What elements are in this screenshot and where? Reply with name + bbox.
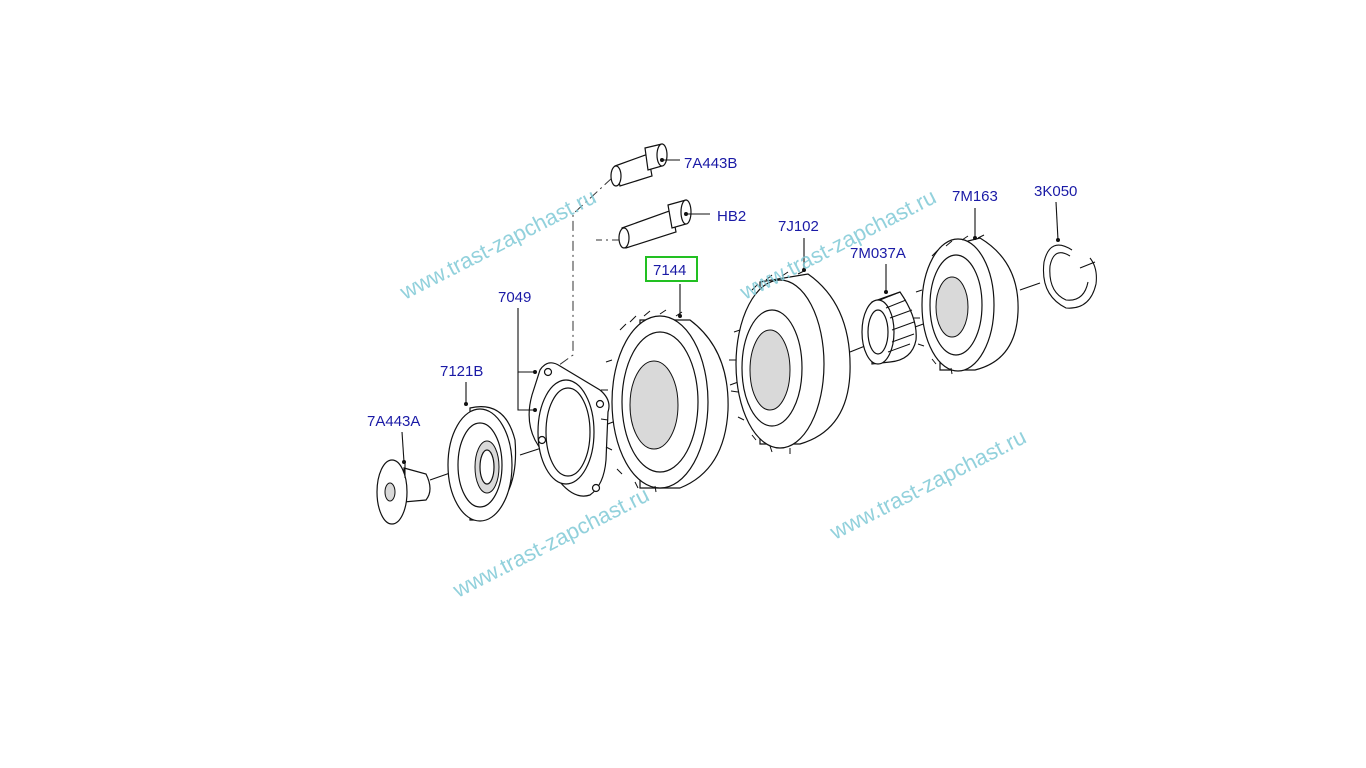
part-7j102-gear[interactable] [729,270,851,454]
label-7m163[interactable]: 7M163 [952,188,998,205]
watermark-3: www.trast-zapchast.ru [825,424,1030,545]
part-7a443a-plug[interactable] [376,459,431,525]
label-hb2[interactable]: HB2 [717,208,746,225]
part-7a443b-bolt[interactable] [610,143,668,187]
part-7m163-gear[interactable] [913,234,1019,375]
part-7049-plate[interactable] [528,362,610,497]
label-7144[interactable]: 7144 [653,262,686,279]
leader-lines [401,158,1060,464]
label-7a443a[interactable]: 7A443A [367,413,420,430]
selected-part-highlight [645,256,698,282]
part-7m037a-needle-bearing[interactable] [861,291,917,365]
label-7m037a[interactable]: 7M037A [850,245,906,262]
label-7049[interactable]: 7049 [498,289,531,306]
part-3k050-snap-ring[interactable] [1042,244,1097,309]
label-7121b[interactable]: 7121B [440,363,483,380]
part-7121b-bearing[interactable] [447,406,517,522]
label-7j102[interactable]: 7J102 [778,218,819,235]
part-hb2-bolt[interactable] [618,199,692,249]
watermark-2: www.trast-zapchast.ru [735,184,940,305]
label-3k050[interactable]: 3K050 [1034,183,1077,200]
label-7a443b[interactable]: 7A443B [684,155,737,172]
watermark-1: www.trast-zapchast.ru [395,184,600,305]
part-7144-gear[interactable] [600,309,729,493]
